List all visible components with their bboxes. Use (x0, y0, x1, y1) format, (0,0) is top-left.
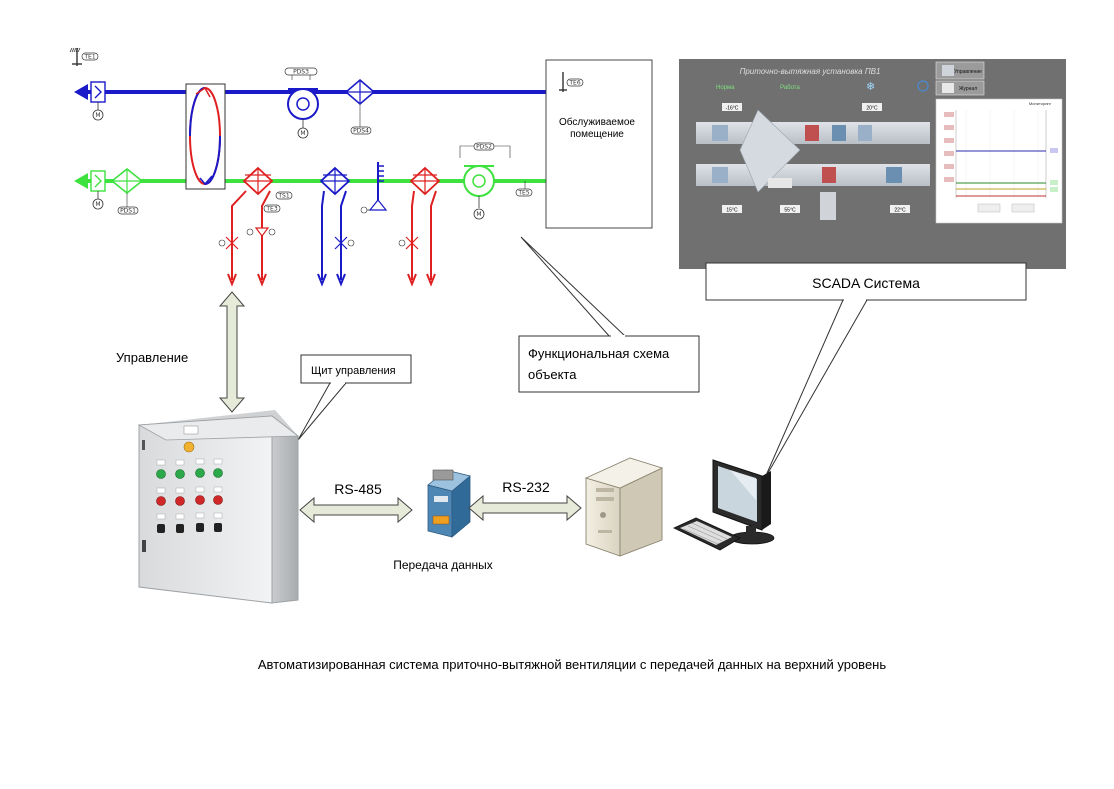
svg-text:Норма: Норма (716, 85, 735, 91)
served-room: TE6 Обслуживаемое помещение (545, 59, 653, 229)
te1-tag: TE1 (83, 54, 95, 61)
heater-1: TE3 TS1 (218, 166, 293, 287)
transfer-label: Передача данных (393, 558, 493, 572)
scada-trend-panel: Мониторинг (935, 98, 1063, 224)
monitor-icon (712, 459, 775, 545)
functional-schematic: TE1 M M PDS1 (69, 47, 653, 287)
heat-recuperator (185, 83, 226, 190)
svg-text:TE6: TE6 (568, 80, 580, 87)
te1-sensor: TE1 (69, 47, 99, 66)
rs485-double-arrow-icon (299, 496, 413, 524)
probe-sensor (360, 162, 388, 214)
scada-label: SCADA Система (812, 275, 920, 291)
scada-callout: SCADA Система (705, 262, 1027, 481)
exhaust-filter: PDS4 (344, 78, 376, 135)
scada-control-button: Управление (954, 69, 982, 75)
supply-filter: PDS1 (110, 167, 144, 215)
svg-text:15°C: 15°C (726, 208, 738, 214)
svg-text:Работа: Работа (780, 85, 800, 91)
rs232-label: RS-232 (502, 479, 550, 495)
svg-text:PDS2: PDS2 (476, 144, 492, 151)
server-icon (584, 457, 664, 557)
svg-text:55°C: 55°C (784, 208, 796, 214)
control-label: Управление (116, 350, 188, 365)
rs-converter-icon (427, 469, 471, 538)
svg-text:TE5: TE5 (517, 190, 529, 197)
svg-text:PDS1: PDS1 (120, 208, 136, 215)
functional-label-1: Функциональная схема (528, 346, 670, 361)
exhaust-damper: M (90, 81, 106, 121)
svg-text:❄: ❄ (866, 80, 875, 93)
svg-text:M: M (95, 112, 100, 119)
svg-text:PDS3: PDS3 (293, 69, 309, 76)
control-double-arrow-icon (218, 291, 246, 413)
scada-journal-button: Журнал (959, 86, 977, 92)
room-label-1: Обслуживаемое (559, 116, 635, 128)
exhaust-fan: PDS3 M (284, 67, 319, 139)
svg-text:Мониторинг: Мониторинг (1029, 101, 1052, 106)
svg-text:M: M (476, 211, 481, 218)
cooler (317, 166, 355, 287)
scada-screen: Приточно-вытяжная установка ПВ1 Управлен… (679, 59, 1066, 269)
svg-text:M: M (95, 201, 100, 208)
supply-arrow-in-icon (74, 173, 88, 189)
scada-title: Приточно-вытяжная установка ПВ1 (740, 67, 881, 76)
svg-text:M: M (300, 130, 305, 137)
supply-fan: PDS2 M TE5 (459, 142, 533, 220)
control-panel-icon (137, 410, 300, 604)
room-label-2: помещение (570, 129, 624, 140)
panel-label: Щит управления (311, 365, 396, 377)
svg-text:TS1: TS1 (277, 193, 289, 200)
rs232-double-arrow-icon (468, 494, 582, 522)
functional-label-2: объекта (528, 367, 577, 382)
exhaust-arrow-icon (74, 84, 88, 100)
rs485-label: RS-485 (334, 481, 382, 497)
keyboard-icon (673, 517, 741, 551)
svg-text:-16°C: -16°C (726, 106, 739, 112)
heater-2 (398, 166, 441, 287)
svg-text:20°C: 20°C (866, 106, 878, 112)
svg-text:TE3: TE3 (265, 206, 277, 213)
svg-text:PDS4: PDS4 (353, 128, 369, 135)
caption: Автоматизированная система приточно-вытя… (258, 657, 887, 672)
supply-damper: M (90, 170, 106, 210)
panel-callout: Щит управления (297, 354, 412, 441)
svg-text:22°C: 22°C (894, 208, 906, 214)
functional-callout: Функциональная схема объекта (518, 236, 700, 393)
